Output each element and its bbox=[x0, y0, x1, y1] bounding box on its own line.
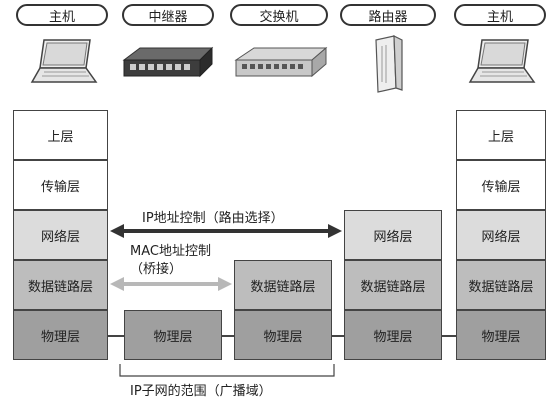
link-line bbox=[442, 335, 456, 337]
ip-control-label: IP地址控制（路由选择） bbox=[142, 211, 284, 226]
host-right-physical-layer: 物理层 bbox=[456, 310, 546, 360]
switch-physical-layer: 物理层 bbox=[234, 310, 332, 360]
host-left-physical-layer: 物理层 bbox=[13, 310, 108, 360]
router-icon bbox=[375, 35, 403, 93]
link-line bbox=[108, 335, 124, 337]
host-left-transport-layer: 传输层 bbox=[13, 160, 108, 210]
subnet-range-bracket bbox=[119, 364, 335, 377]
ip-control-arrow bbox=[110, 224, 342, 238]
mac-control-sublabel: （桥接） bbox=[130, 262, 183, 277]
device-label-host-left: 主机 bbox=[16, 4, 108, 26]
device-label-router: 路由器 bbox=[340, 4, 436, 26]
switch-icon bbox=[234, 46, 328, 78]
device-label-switch: 交换机 bbox=[230, 4, 328, 26]
laptop-icon bbox=[30, 39, 98, 83]
mac-control-label: MAC地址控制 bbox=[130, 244, 211, 259]
repeater-icon bbox=[122, 46, 214, 78]
device-label-repeater: 中继器 bbox=[122, 4, 214, 26]
host-left-upper-layer: 上层 bbox=[13, 110, 108, 160]
mac-control-arrow bbox=[110, 277, 232, 291]
host-right-datalink-layer: 数据链路层 bbox=[456, 260, 546, 310]
host-right-transport-layer: 传输层 bbox=[456, 160, 546, 210]
router-datalink-layer: 数据链路层 bbox=[344, 260, 442, 310]
link-line bbox=[332, 335, 344, 337]
link-line bbox=[222, 335, 234, 337]
device-label-host-right: 主机 bbox=[454, 4, 546, 26]
router-physical-layer: 物理层 bbox=[344, 310, 442, 360]
switch-datalink-layer: 数据链路层 bbox=[234, 260, 332, 310]
laptop-icon bbox=[468, 39, 536, 83]
host-left-datalink-layer: 数据链路层 bbox=[13, 260, 108, 310]
host-right-network-layer: 网络层 bbox=[456, 210, 546, 260]
host-left-network-layer: 网络层 bbox=[13, 210, 108, 260]
host-right-upper-layer: 上层 bbox=[456, 110, 546, 160]
subnet-range-label: IP子网的范围（广播域） bbox=[130, 384, 272, 399]
repeater-physical-layer: 物理层 bbox=[124, 310, 222, 360]
router-network-layer: 网络层 bbox=[344, 210, 442, 260]
